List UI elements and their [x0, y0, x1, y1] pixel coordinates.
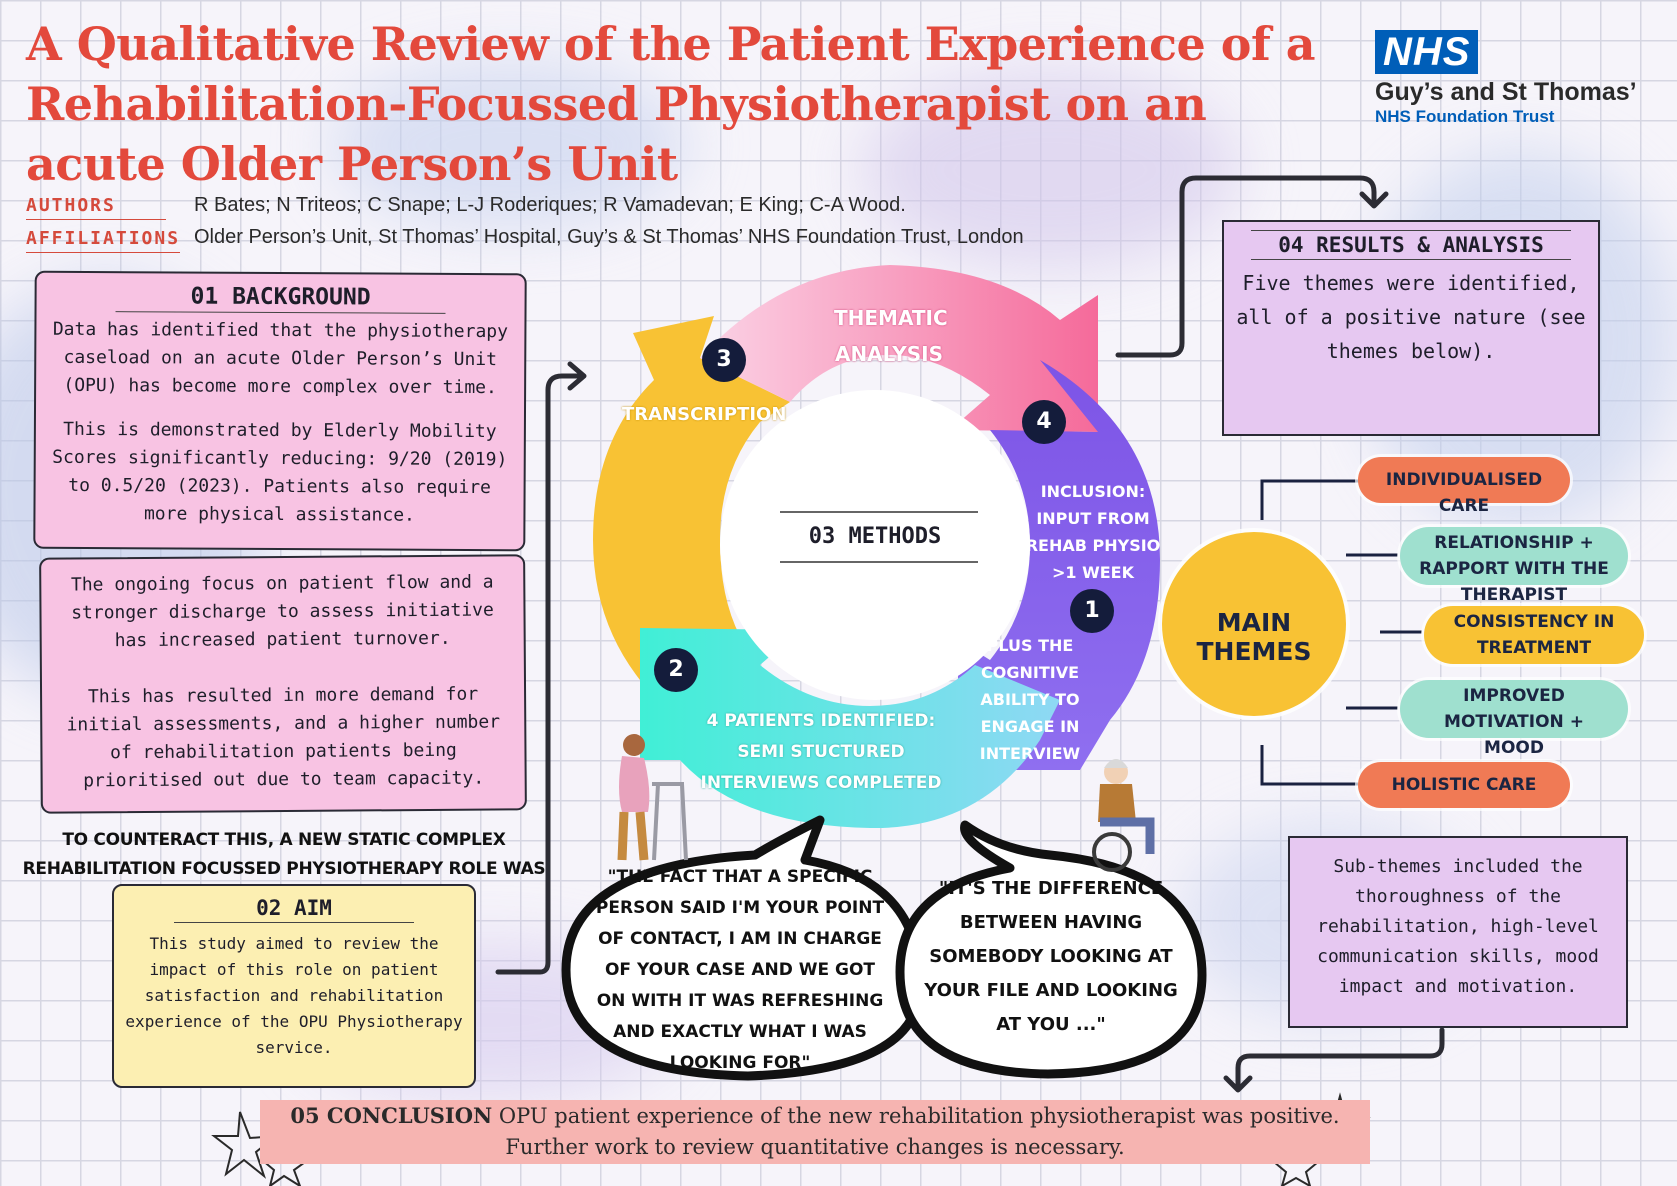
theme-relationship-rapport: RELATIONSHIP + RAPPORT WITH THE THERAPIS…: [1400, 527, 1628, 605]
affiliations-text: Older Person’s Unit, St Thomas’ Hospital…: [194, 226, 1024, 248]
authors-list: R Bates; N Triteos; C Snape; L-J Roderiq…: [194, 194, 906, 216]
step1-number: 1: [1084, 598, 1100, 623]
aim-heading: 02 AIM: [174, 894, 414, 923]
step3-arrow: [593, 316, 790, 680]
conclusion-line-2: Further work to review quantitative chan…: [505, 1135, 1125, 1159]
quote-bubble-left: [561, 815, 925, 1081]
nhs-logo: NHS Guy’s and St Thomas’ NHS Foundation …: [1375, 30, 1637, 127]
patient-in-wheelchair-illustration: [1092, 759, 1155, 872]
quote-left: "THE FACT THAT A SPECIFIC PERSON SAID I'…: [595, 867, 885, 1073]
theme-holistic-care: HOLISTIC CARE: [1358, 762, 1570, 808]
bg-wash: [330, 60, 690, 230]
foundation-name: NHS Foundation Trust: [1375, 107, 1555, 126]
methods-center-disc: [720, 390, 1030, 700]
aim-to-methods-connector: [495, 373, 583, 975]
step4-arrow: [700, 265, 1098, 432]
authors-label: AUTHORS: [26, 195, 166, 220]
theme-individualised-care: INDIVIDUALISED CARE: [1358, 457, 1570, 516]
arrowhead-icon: [567, 361, 587, 391]
step4-number: 4: [1036, 409, 1052, 434]
bg-wash: [860, 70, 1240, 270]
methods-to-results-connector: [1115, 175, 1377, 358]
step3-label: TRANSCRIPTION: [622, 404, 787, 425]
subthemes-card: Sub-themes included the thoroughness of …: [1288, 836, 1628, 1028]
arrowhead-icon: [1223, 1075, 1253, 1093]
aim-card: 02 AIM This study aimed to review the im…: [112, 884, 476, 1088]
step3-number: 3: [716, 347, 732, 372]
step1-badge: [1070, 589, 1114, 633]
quote-right: "IT'S THE DIFFERENCE BETWEEN HAVING SOME…: [924, 878, 1178, 1035]
main-themes-circle: [1162, 532, 1346, 716]
step4-badge: [1022, 400, 1066, 444]
quote-bubble-right: [895, 820, 1207, 1079]
arrowhead-icon: [1359, 191, 1389, 209]
step2-badge: [654, 648, 698, 692]
step1-label-cognitive: PLUS THE COGNITIVE ABILITY TO ENGAGE IN …: [979, 636, 1081, 763]
methods-heading: 03 METHODS: [808, 524, 942, 549]
trust-name: Guy’s and St Thomas’: [1375, 78, 1637, 106]
step4-label: THEMATIC ANALYSIS: [834, 306, 948, 366]
conclusion-line-1: OPU patient experience of the new rehabi…: [498, 1104, 1340, 1128]
theme-motivation-mood: IMPROVED MOTIVATION + MOOD: [1400, 680, 1628, 758]
step1-arrow: [958, 360, 1160, 770]
patient-with-walker-illustration: [617, 734, 688, 861]
results-text: Five themes were identified, all of a po…: [1236, 271, 1586, 363]
theme-consistency: CONSISTENCY IN TREATMENT: [1424, 606, 1644, 664]
subthemes-text: Sub-themes included the thoroughness of …: [1317, 856, 1599, 997]
main-themes-label: MAIN THEMES: [1196, 608, 1312, 666]
step2-arrow: [640, 628, 1060, 829]
themes-connectors: [1260, 479, 1422, 786]
affiliations-label: AFFILIATIONS: [26, 228, 181, 253]
step3-badge: [702, 338, 746, 382]
conclusion-banner: 05 CONCLUSION OPU patient experience of …: [260, 1100, 1370, 1164]
step2-label: 4 PATIENTS IDENTIFIED: SEMI STUCTURED IN…: [700, 711, 942, 793]
subthemes-to-conclusion-connector: [1235, 1027, 1445, 1089]
aim-text: This study aimed to review the impact of…: [125, 934, 463, 1057]
results-heading: 04 RESULTS & ANALYSIS: [1251, 230, 1571, 260]
step1-label-inclusion: INCLUSION: INPUT FROM REHAB PHYSIO >1 WE…: [1025, 482, 1161, 582]
step2-number: 2: [668, 657, 684, 682]
results-card: 04 RESULTS & ANALYSIS Five themes were i…: [1222, 220, 1600, 436]
nhs-wordmark: NHS: [1375, 30, 1479, 74]
poster-title: A Qualitative Review of the Patient Expe…: [26, 17, 1316, 191]
conclusion-label: 05 CONCLUSION: [290, 1103, 493, 1128]
